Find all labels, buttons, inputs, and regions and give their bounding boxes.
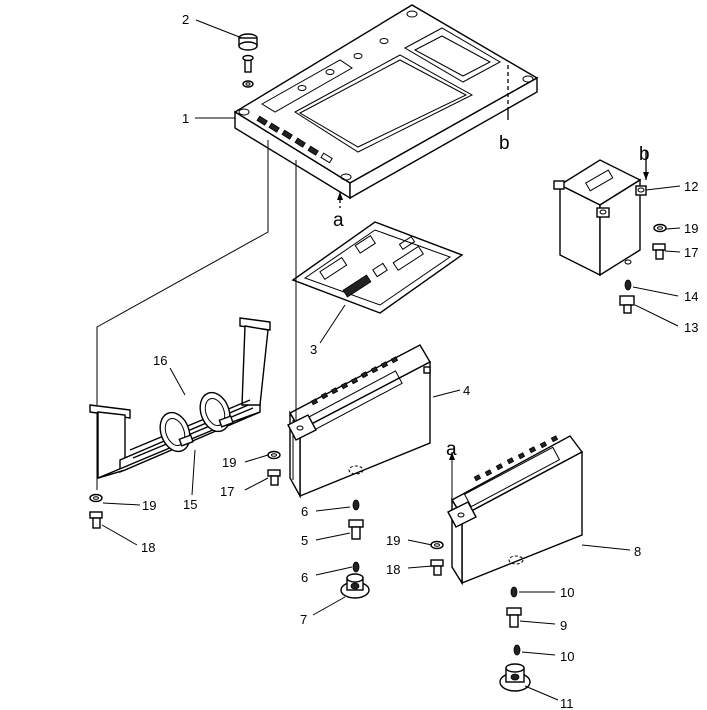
callout-14: 14 bbox=[684, 289, 698, 304]
bolt-17-right bbox=[652, 223, 667, 260]
callout-6-lower: 6 bbox=[301, 570, 308, 585]
control-unit-8 bbox=[447, 435, 584, 586]
callout-13: 13 bbox=[684, 320, 698, 335]
callout-labels: 2 1 3 4 5 6 6 7 8 9 10 10 11 12 13 14 15… bbox=[141, 12, 698, 710]
bolt-2 bbox=[238, 33, 258, 88]
callout-4: 4 bbox=[463, 383, 470, 398]
assembly-lines bbox=[96, 140, 455, 510]
callout-5: 5 bbox=[301, 533, 308, 548]
callout-3: 3 bbox=[310, 342, 317, 357]
decal-sheet bbox=[291, 221, 464, 314]
ref-b-plate: b bbox=[499, 133, 510, 154]
connector-13 bbox=[619, 279, 635, 314]
callout-6-upper: 6 bbox=[301, 504, 308, 519]
callout-10-upper: 10 bbox=[560, 585, 574, 600]
callout-1: 1 bbox=[182, 111, 189, 126]
callout-18-left: 18 bbox=[141, 540, 155, 555]
callout-8: 8 bbox=[634, 544, 641, 559]
fasteners bbox=[89, 450, 531, 692]
ref-a-unit8: a bbox=[446, 439, 457, 460]
bracket-15 bbox=[89, 317, 271, 479]
callout-18-right: 18 bbox=[386, 562, 400, 577]
callout-2: 2 bbox=[182, 12, 189, 27]
ref-b-box: b bbox=[639, 144, 650, 165]
callout-17-left: 17 bbox=[220, 484, 234, 499]
relay-box-12 bbox=[553, 159, 647, 277]
leader-lines bbox=[101, 19, 681, 701]
callout-12: 12 bbox=[684, 179, 698, 194]
control-unit-4 bbox=[287, 344, 431, 499]
callout-11: 11 bbox=[560, 696, 574, 710]
callout-19-unit4: 19 bbox=[222, 455, 236, 470]
callout-15: 15 bbox=[183, 497, 197, 512]
callout-16: 16 bbox=[153, 353, 167, 368]
ref-a-plate: a bbox=[333, 210, 344, 231]
cover-plate bbox=[233, 4, 539, 200]
callout-9: 9 bbox=[560, 618, 567, 633]
callout-19-bracket: 19 bbox=[142, 498, 156, 513]
callout-19-unit8: 19 bbox=[386, 533, 400, 548]
callout-17-right: 17 bbox=[684, 245, 698, 260]
callout-10-lower: 10 bbox=[560, 649, 574, 664]
callout-19-box: 19 bbox=[684, 221, 698, 236]
callout-7: 7 bbox=[300, 612, 307, 627]
